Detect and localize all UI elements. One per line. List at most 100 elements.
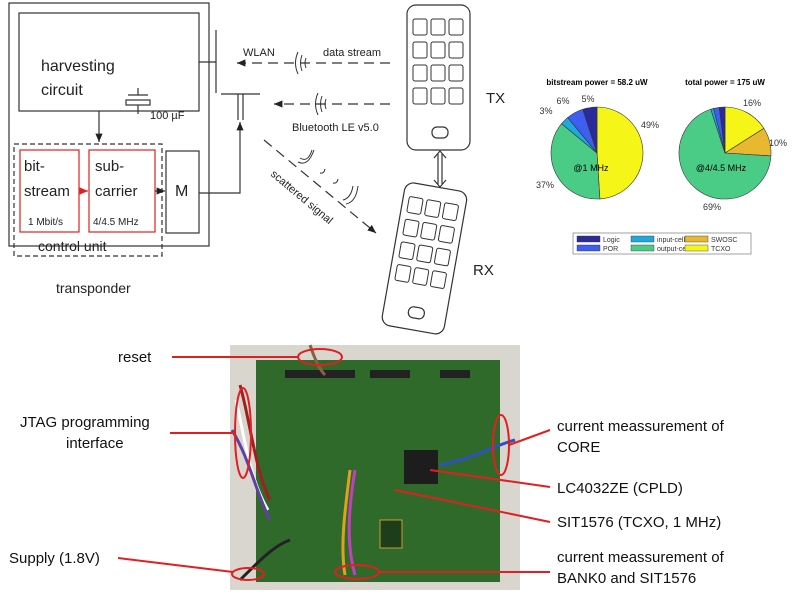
subcarrier-label: sub- [95,158,124,175]
phone-key [412,267,430,286]
legend-label: POR [603,246,618,253]
pie-slice-label: 69% [703,202,721,212]
tcxo-label: SIT1576 (TCXO, 1 MHz) [557,514,721,531]
antenna-icon [215,30,260,120]
photo-labels: reset JTAG programming interface Supply … [9,349,725,587]
pie-annotation: @1 MHz [573,163,609,173]
pie-slice-output-cell [678,108,772,200]
pie-title: bitstream power = 58.2 uW [546,78,648,87]
phone-key [420,221,438,241]
phone-key [424,199,442,218]
pie-annotation: @4/4.5 MHz [696,163,747,173]
phone-key [398,241,416,261]
tx-label: TX [486,90,505,107]
block-diagram [8,2,471,335]
wave-icon [295,51,359,205]
rx-label: RX [473,262,494,279]
legend-label: SWOSC [711,237,737,244]
legend-swatch [630,235,655,243]
photo-callouts [117,348,551,581]
current-bank-label: current meassurement of [557,549,725,566]
pie-slice-label: 5% [581,94,594,104]
phone-key [433,247,451,267]
transponder-label: transponder [56,280,131,296]
legend-item: output-cell [630,244,690,253]
subcarrier-freq: 4/4.5 MHz [93,217,139,228]
pie-slice-TCXO [724,106,765,154]
legend-label: output-cell [657,246,690,253]
harvesting-label: harvesting [41,58,115,75]
transponder-box [8,2,210,247]
legend-swatch [576,244,601,252]
phone-key [441,202,459,221]
pie-slice-label: 10% [769,138,787,148]
current-bank-label-2: BANK0 and SIT1576 [557,570,696,587]
phone-key [430,64,446,82]
legend-label: Logic [603,237,620,244]
legend-item: Logic [576,235,620,244]
pie-slice-Logic [582,106,598,154]
reset-label: reset [118,349,152,366]
bitstream-rate: 1 Mbit/s [28,217,63,228]
pie-slice-label: 37% [536,180,554,190]
phone-key [430,87,446,105]
phone-key [412,18,428,36]
phone-key [416,244,434,264]
pie-slice-label: 6% [556,96,569,106]
capacitor-icon [125,88,151,114]
pie-charts: bitstream power = 58.2 uW 49% 37% 3% 6% 5% @1 … [536,78,787,212]
legend-item: TCXO [684,244,731,253]
capacitor-label: 100 µF [150,110,185,122]
legend-swatch [684,244,709,252]
bitstream-label: bit- [24,158,45,175]
pie-slice-Logic [718,106,726,154]
pcb-photo [230,344,520,590]
phone-key [406,196,424,215]
pie-slice-output-cell [550,123,601,200]
tx-phone-icon [406,4,471,151]
pie-slice-label: 49% [641,120,659,130]
cpld-label: LC4032ZE (CPLD) [557,480,683,497]
legend-swatch [684,235,709,243]
supply-label: Supply (1.8V) [9,550,100,567]
jtag-label-2: interface [66,435,124,452]
block-labels: harvesting circuit 100 µF bit- stream 1 … [24,47,505,296]
phone-key [412,87,428,105]
control-unit-box [13,143,163,257]
pie-slice-label: 3% [539,106,552,116]
data-stream-label: data stream [323,47,381,59]
phone-key [402,218,420,238]
legend-item: SWOSC [684,235,737,244]
bluetooth-label: Bluetooth LE v5.0 [292,122,379,134]
phone-key [448,41,464,59]
pie-slice-TCXO [596,106,644,200]
legend-label: input-cell [657,237,685,244]
phone-key [448,18,464,36]
phone-key [448,87,464,105]
subcarrier-label-2: carrier [95,183,138,200]
legend-item: POR [576,244,618,253]
legend-swatch [576,235,601,243]
phone-key [430,41,446,59]
scattered-label: scattered signal [268,168,335,227]
bitstream-label-2: stream [24,183,70,200]
modulator-label: M [175,183,188,200]
modulator-box [165,150,200,234]
rx-phone-icon [381,182,468,335]
phone-key [429,270,447,289]
pie-chart: bitstream power = 58.2 uW 49% 37% 3% 6% 5% @1 … [536,78,659,200]
control-unit-label: control unit [38,238,107,254]
legend-label: TCXO [711,246,731,253]
jtag-label: JTAG programming [20,414,150,431]
phone-key [412,64,428,82]
current-core-label: current meassurement of [557,418,725,435]
phone-key [394,264,412,283]
legend-swatch [630,244,655,252]
phone-key [448,64,464,82]
current-core-label-2: CORE [557,439,600,456]
wlan-label: WLAN [243,47,275,59]
